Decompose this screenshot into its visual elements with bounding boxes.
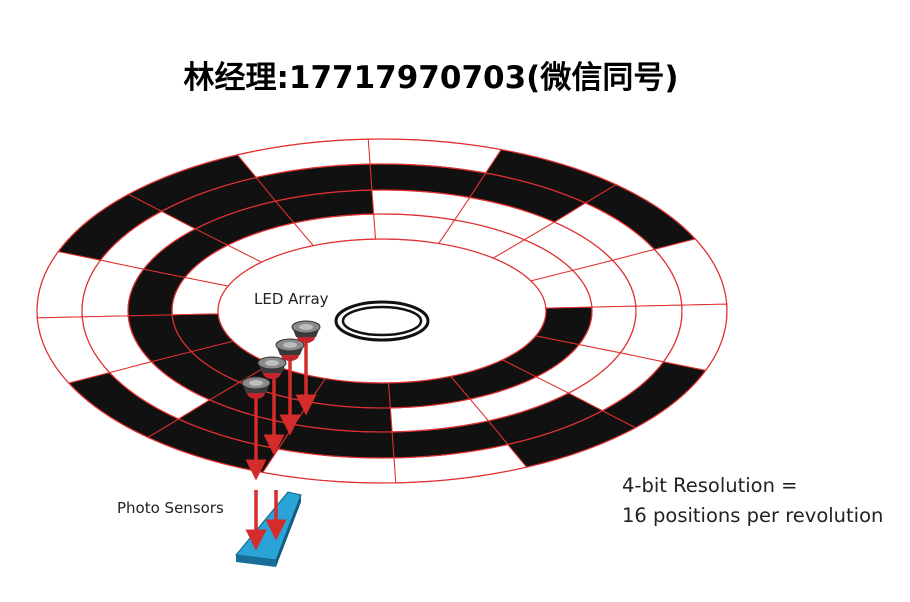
photo-sensor-bar [235,491,302,567]
light-beam-arrows [245,342,317,551]
track-ring [36,138,728,484]
track-ring [217,238,547,384]
led [291,320,321,343]
center-hub [334,300,430,342]
track-ring [127,189,637,433]
led-array-label: LED Array [254,290,329,308]
encoder-disk [36,138,728,484]
led [257,356,287,379]
caption-line-1: 4-bit Resolution = [622,474,798,497]
photo-sensors-label: Photo Sensors [117,499,224,517]
led-array [241,320,321,399]
contact-header: 林经理:17717970703(微信同号) [183,60,679,96]
led [241,376,271,399]
track-ring [81,163,683,459]
led [275,338,305,361]
track-ring [171,213,593,409]
caption-line-2: 16 positions per revolution [622,504,884,527]
resolution-caption: 4-bit Resolution = 16 positions per revo… [622,471,907,531]
